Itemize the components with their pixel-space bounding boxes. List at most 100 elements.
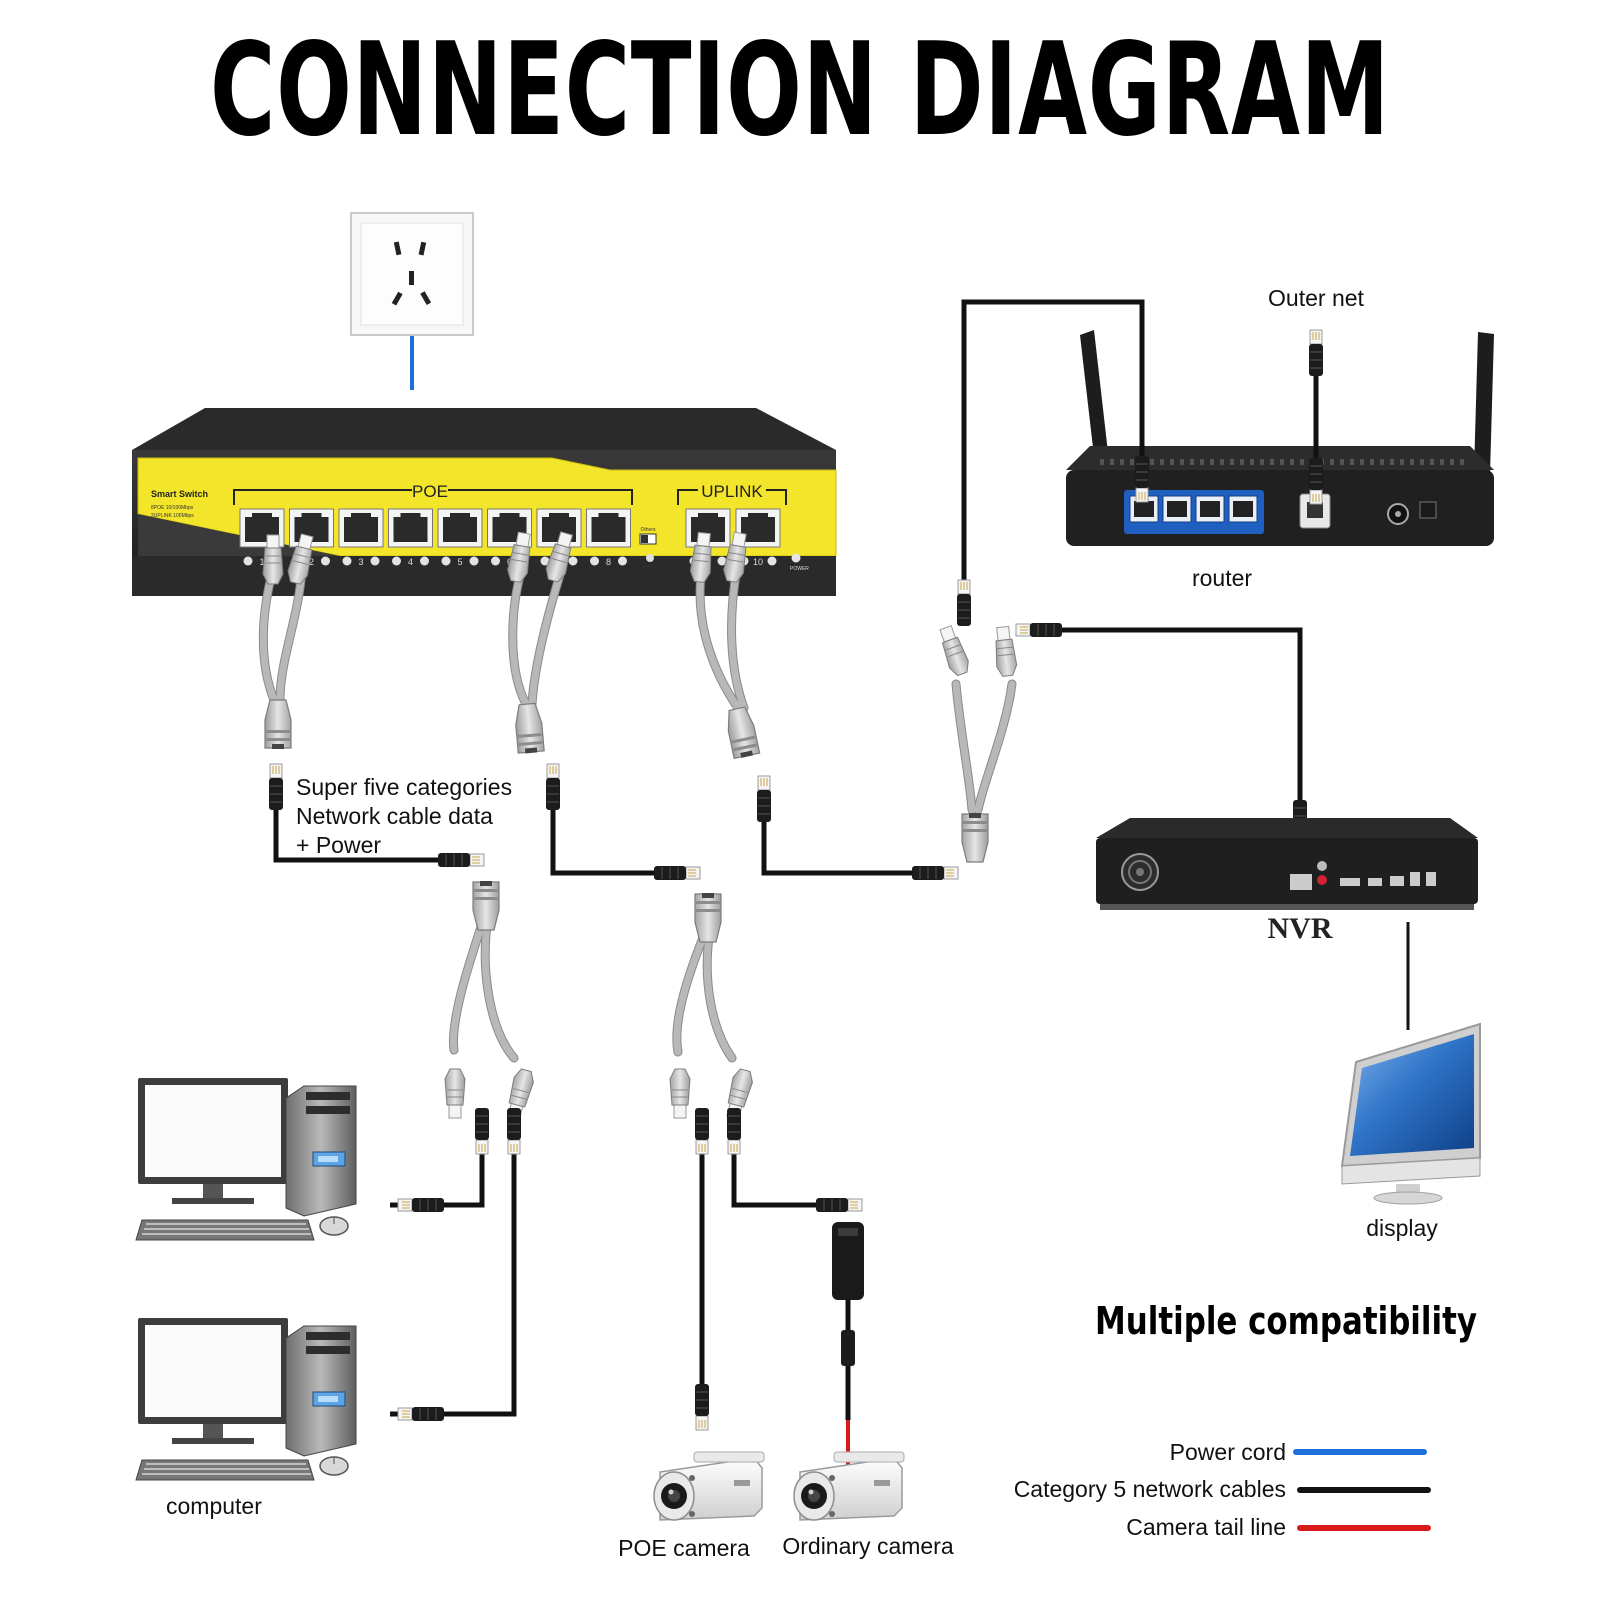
port-led	[540, 556, 550, 566]
rj45-plug-icon	[1016, 623, 1062, 637]
rj45-plug-icon	[268, 763, 284, 811]
bullet-camera-icon	[653, 1451, 765, 1521]
port-number: 1	[259, 557, 264, 567]
power-led	[791, 553, 801, 563]
poe-splitter-icon	[264, 699, 292, 750]
port-led	[491, 556, 500, 566]
port-number: 2	[309, 557, 314, 567]
monitor-icon	[1340, 1022, 1481, 1205]
rj45-plug-icon	[1308, 329, 1324, 377]
switch-brand-label: Smart Switch	[151, 489, 208, 499]
port-led	[717, 556, 727, 566]
poe-splitter-icon	[472, 880, 500, 931]
mode-label-top: Others	[640, 527, 656, 533]
device-splitters	[444, 880, 756, 1121]
cable-note-line-1: Super five categories	[296, 774, 512, 800]
router-lan-port[interactable]	[1162, 495, 1192, 523]
switch-port[interactable]	[586, 508, 631, 548]
router-label: router	[1192, 565, 1252, 591]
port-led	[321, 556, 330, 566]
switch-port[interactable]	[338, 508, 384, 548]
router-lan-port[interactable]	[1228, 495, 1258, 523]
poe-adapter-icon	[832, 1222, 864, 1465]
port-led	[590, 556, 599, 566]
switch-spec-line-1: 8POE 10/100Mbps	[151, 505, 194, 511]
switch-spec-line-2: 2UPLINK 100Mbps	[151, 513, 194, 519]
display-label: display	[1366, 1215, 1438, 1241]
legend-label: Power cord	[1170, 1439, 1286, 1465]
legend-item-camera-tail-line: Camera tail line	[1126, 1514, 1431, 1540]
power-label: POWER	[790, 566, 809, 572]
network-cables-level-1	[268, 763, 959, 881]
mode-label-bottom: Extend	[642, 564, 658, 570]
port-number: 3	[358, 557, 363, 567]
rj45-plug-icon	[398, 1407, 444, 1421]
switch-port[interactable]	[437, 508, 483, 548]
port-led	[767, 556, 777, 566]
cable-note-line-2: Network cable data	[296, 803, 493, 829]
port-led	[370, 556, 380, 566]
rj45-plug-icon	[956, 579, 972, 627]
cable-note: Super five categories Network cable data…	[296, 774, 512, 858]
rj45-plug-icon	[756, 775, 772, 823]
port-led	[441, 556, 451, 566]
port-number: 8	[606, 557, 611, 567]
port-led	[243, 556, 253, 566]
switch-port[interactable]	[388, 508, 433, 548]
splitter-plug	[992, 625, 1019, 678]
port-led	[618, 556, 627, 566]
uplink-group-label: UPLINK	[701, 482, 763, 501]
rj45-plug-icon	[694, 1383, 710, 1431]
wall-socket-icon	[350, 212, 474, 336]
legend-label: Camera tail line	[1126, 1514, 1286, 1540]
poe-splitter-icon	[961, 812, 989, 863]
uplink-cables	[935, 299, 1307, 863]
port-led	[342, 556, 352, 566]
compatibility-heading: Multiple compatibility	[1095, 1299, 1477, 1343]
port-number: 4	[408, 557, 413, 567]
mode-led	[646, 554, 654, 562]
legend-item-network-cable: Category 5 network cables	[1014, 1476, 1431, 1502]
cable-note-line-3: + Power	[296, 832, 381, 858]
port-led	[392, 556, 401, 566]
rj45-plug-icon	[398, 1198, 444, 1212]
poe-splitter-icon	[694, 892, 722, 943]
legend: Power cord Category 5 network cables Cam…	[1014, 1439, 1431, 1540]
nvr-label: NVR	[1268, 912, 1333, 945]
port-led	[420, 556, 429, 566]
rj45-plug-icon	[437, 852, 485, 868]
desktop-computer-icon	[135, 1077, 357, 1241]
nvr-icon	[1096, 818, 1478, 910]
rj45-plug-icon	[653, 865, 701, 881]
bullet-camera-icon	[793, 1451, 905, 1521]
poe-splitter-icon	[723, 705, 761, 760]
splitter-plug	[935, 623, 973, 678]
rj45-plug-icon	[695, 1108, 709, 1154]
port-led	[469, 556, 479, 566]
camera-cables	[694, 1108, 864, 1465]
rj45-plug-icon	[475, 1108, 489, 1154]
rj45-plug-icon	[507, 1108, 521, 1154]
outer-net-label: Outer net	[1268, 285, 1364, 311]
port-number: 5	[457, 557, 462, 567]
router-lan-port[interactable]	[1195, 495, 1225, 523]
splitter-plug	[669, 1068, 691, 1119]
computer-label: computer	[166, 1493, 262, 1519]
splitter-plug	[444, 1068, 466, 1119]
rj45-plug-icon	[815, 1197, 863, 1213]
switch-port[interactable]	[735, 508, 781, 548]
switch-splitter-cables	[258, 530, 761, 760]
port-led	[568, 556, 578, 566]
router-icon	[1066, 330, 1494, 546]
ordinary-camera-label: Ordinary camera	[782, 1533, 953, 1559]
rj45-plug-icon	[911, 865, 959, 881]
rj45-plug-icon	[545, 763, 561, 811]
computer-cables	[390, 1108, 521, 1421]
rj45-plug-icon	[1309, 458, 1323, 504]
poe-group-label: POE	[412, 482, 448, 501]
desktop-computer-icon	[135, 1317, 357, 1481]
rj45-plug-icon	[1135, 456, 1149, 502]
legend-label: Category 5 network cables	[1014, 1476, 1286, 1502]
